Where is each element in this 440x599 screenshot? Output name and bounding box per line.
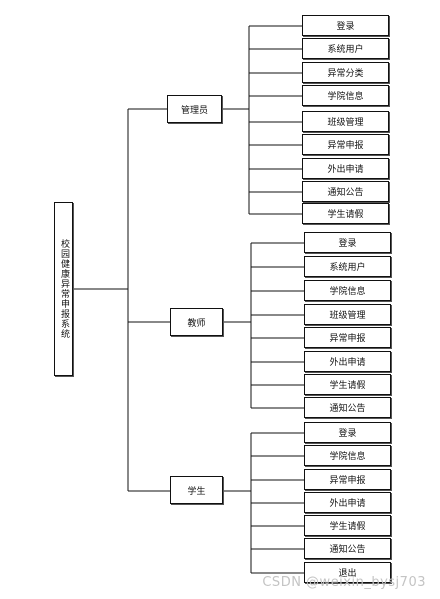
student-item-login: 登录 [304, 422, 391, 443]
admin-item-login: 登录 [302, 15, 389, 36]
teacher-item-system-user: 系统用户 [304, 256, 391, 277]
admin-item-exception-report: 异常申报 [302, 134, 389, 155]
teacher-item-outing-request: 外出申请 [304, 351, 391, 372]
watermark: CSDN @weixin_bysj703 [262, 575, 426, 590]
role-node-teacher: 教师 [170, 308, 223, 336]
admin-item-outing-request: 外出申请 [302, 158, 389, 179]
student-item-student-leave: 学生请假 [304, 515, 391, 536]
student-item-college-info: 学院信息 [304, 445, 391, 466]
role-node-admin: 管理员 [167, 95, 222, 123]
root-node: 校园健康异常申报系统 [54, 202, 73, 376]
admin-item-college-info: 学院信息 [302, 85, 389, 106]
admin-item-exception-category: 异常分类 [302, 62, 389, 83]
teacher-item-exception-report: 异常申报 [304, 327, 391, 348]
teacher-item-login: 登录 [304, 232, 391, 253]
admin-item-class-management: 班级管理 [302, 111, 389, 132]
admin-item-student-leave: 学生请假 [302, 203, 389, 224]
student-item-logout: 退出 [304, 562, 391, 583]
role-node-student: 学生 [170, 476, 223, 504]
admin-item-system-user: 系统用户 [302, 38, 389, 59]
teacher-item-college-info: 学院信息 [304, 280, 391, 301]
student-item-outing-request: 外出申请 [304, 492, 391, 513]
student-item-exception-report: 异常申报 [304, 469, 391, 490]
teacher-item-class-management: 班级管理 [304, 304, 391, 325]
admin-item-notice: 通知公告 [302, 181, 389, 202]
teacher-item-student-leave: 学生请假 [304, 374, 391, 395]
teacher-item-notice: 通知公告 [304, 397, 391, 418]
student-item-notice: 通知公告 [304, 538, 391, 559]
